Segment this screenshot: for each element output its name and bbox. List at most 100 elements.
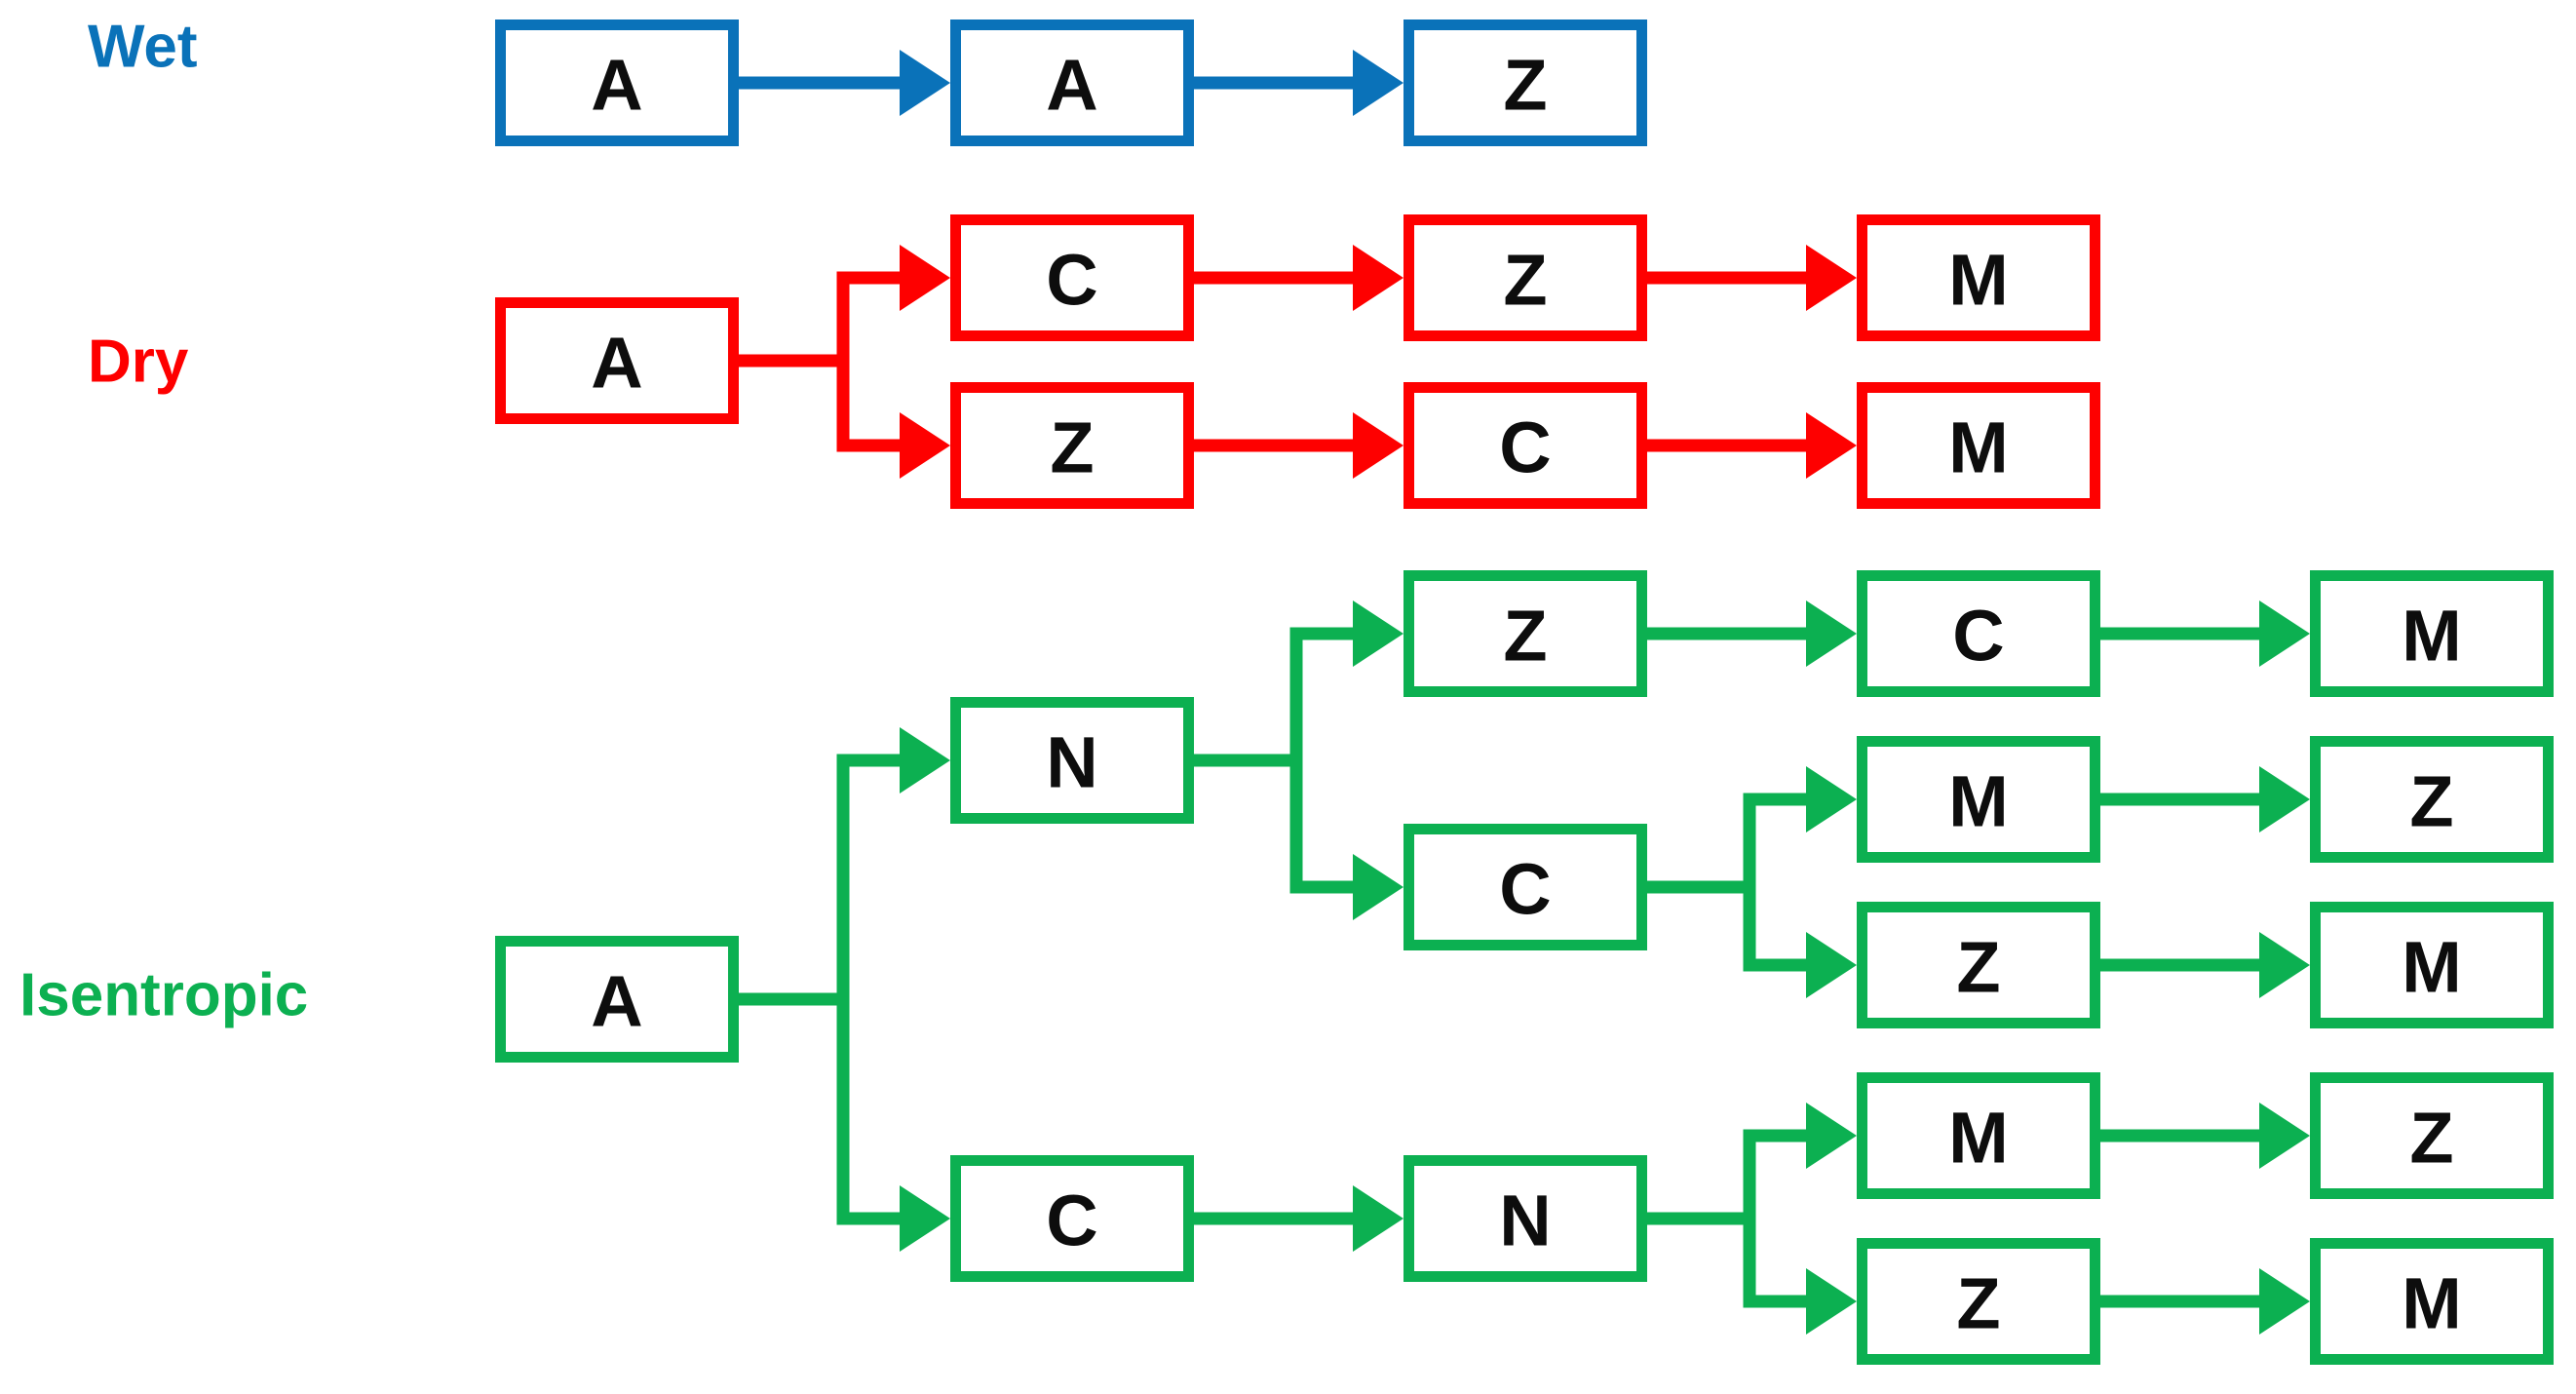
node-label: Z	[1503, 240, 1547, 321]
node-isentropic-g6[interactable]: N	[1403, 1155, 1647, 1282]
node-box	[495, 936, 739, 1063]
node-dry-d7[interactable]: M	[1857, 382, 2100, 509]
edge-g5-to-g9	[1647, 880, 1810, 972]
node-label: A	[591, 45, 642, 126]
arrowhead-g9-to-g14	[2259, 932, 2310, 998]
node-box	[2310, 570, 2554, 697]
node-isentropic-g1[interactable]: A	[495, 936, 739, 1063]
node-label: A	[591, 961, 642, 1042]
edge-g1-to-g2	[739, 754, 904, 1006]
node-isentropic-g14[interactable]: M	[2310, 902, 2554, 1028]
node-box	[950, 697, 1194, 824]
node-label: Z	[1956, 1263, 2000, 1344]
arrowhead-w1-to-w2	[900, 50, 950, 116]
arrowhead-d6-to-d7	[1806, 412, 1857, 479]
node-isentropic-g2[interactable]: N	[950, 697, 1194, 824]
edge-g6-to-g11	[1647, 1212, 1810, 1308]
node-label: M	[2402, 927, 2462, 1008]
node-isentropic-g3[interactable]: C	[950, 1155, 1194, 1282]
node-label: N	[1499, 1181, 1551, 1261]
node-dry-d3[interactable]: Z	[1403, 214, 1647, 341]
row-label-isentropic: Isentropic	[19, 961, 308, 1028]
arrowhead-g7-to-g12	[2259, 600, 2310, 667]
arrowhead-d2-to-d3	[1353, 245, 1403, 311]
arrowhead-d1-to-d5	[900, 412, 950, 479]
arrowhead-g6-to-g10	[1806, 1103, 1857, 1169]
arrowhead-g3-to-g6	[1353, 1185, 1403, 1252]
node-dry-d5[interactable]: Z	[950, 382, 1194, 509]
node-box	[950, 214, 1194, 341]
node-label: C	[1952, 596, 2004, 677]
arrowhead-g2-to-g5	[1353, 854, 1403, 920]
node-box	[1403, 1155, 1647, 1282]
arrowhead-g1-to-g3	[900, 1185, 950, 1252]
node-box	[1857, 902, 2100, 1028]
edge-d1-to-d5	[739, 354, 904, 452]
node-label: Z	[1050, 407, 1094, 488]
node-label: C	[1499, 849, 1551, 930]
node-box	[1403, 824, 1647, 950]
node-isentropic-g9[interactable]: Z	[1857, 902, 2100, 1028]
node-isentropic-g10[interactable]: M	[1857, 1072, 2100, 1199]
node-label: N	[1046, 722, 1097, 803]
node-label: M	[2402, 1263, 2462, 1344]
node-label: C	[1499, 407, 1551, 488]
node-isentropic-g5[interactable]: C	[1403, 824, 1647, 950]
arrowhead-g2-to-g4	[1353, 600, 1403, 667]
node-box	[2310, 736, 2554, 863]
arrowhead-g11-to-g16	[2259, 1268, 2310, 1335]
edge-g5-to-g8	[1647, 793, 1810, 894]
node-label: A	[591, 323, 642, 404]
node-wet-w2[interactable]: A	[950, 19, 1194, 146]
node-label: M	[1948, 407, 2009, 488]
node-dry-d2[interactable]: C	[950, 214, 1194, 341]
edge-d1-to-d2	[739, 271, 904, 368]
node-label: C	[1046, 1181, 1097, 1261]
node-box	[1857, 214, 2100, 341]
node-box	[1403, 214, 1647, 341]
node-label: M	[1948, 761, 2009, 842]
edge-g2-to-g5	[1194, 754, 1357, 894]
node-box	[495, 297, 739, 424]
node-dry-d1[interactable]: A	[495, 297, 739, 424]
node-wet-w1[interactable]: A	[495, 19, 739, 146]
node-isentropic-g13[interactable]: Z	[2310, 736, 2554, 863]
node-box	[1857, 1238, 2100, 1365]
node-isentropic-g16[interactable]: M	[2310, 1238, 2554, 1365]
node-box	[1857, 1072, 2100, 1199]
node-isentropic-g7[interactable]: C	[1857, 570, 2100, 697]
node-box	[495, 19, 739, 146]
node-box	[1857, 736, 2100, 863]
edges-layer	[739, 50, 2310, 1335]
node-label: Z	[1503, 45, 1547, 126]
node-box	[950, 382, 1194, 509]
node-wet-w3[interactable]: Z	[1403, 19, 1647, 146]
node-dry-d4[interactable]: M	[1857, 214, 2100, 341]
node-box	[2310, 1238, 2554, 1365]
row-label-wet: Wet	[88, 13, 198, 80]
node-label: Z	[1503, 596, 1547, 677]
node-box	[2310, 1072, 2554, 1199]
node-label: Z	[2409, 761, 2453, 842]
node-label: Z	[2409, 1098, 2453, 1179]
node-label: M	[2402, 596, 2462, 677]
arrowhead-g10-to-g15	[2259, 1103, 2310, 1169]
node-isentropic-g4[interactable]: Z	[1403, 570, 1647, 697]
node-isentropic-g11[interactable]: Z	[1857, 1238, 2100, 1365]
row-label-dry: Dry	[88, 328, 189, 395]
node-box	[950, 19, 1194, 146]
node-isentropic-g8[interactable]: M	[1857, 736, 2100, 863]
node-isentropic-g15[interactable]: Z	[2310, 1072, 2554, 1199]
node-label: C	[1046, 240, 1097, 321]
node-isentropic-g12[interactable]: M	[2310, 570, 2554, 697]
arrowhead-d1-to-d2	[900, 245, 950, 311]
node-label: Z	[1956, 927, 2000, 1008]
node-box	[950, 1155, 1194, 1282]
node-label: M	[1948, 240, 2009, 321]
node-dry-d6[interactable]: C	[1403, 382, 1647, 509]
node-box	[1403, 382, 1647, 509]
node-box	[1403, 19, 1647, 146]
